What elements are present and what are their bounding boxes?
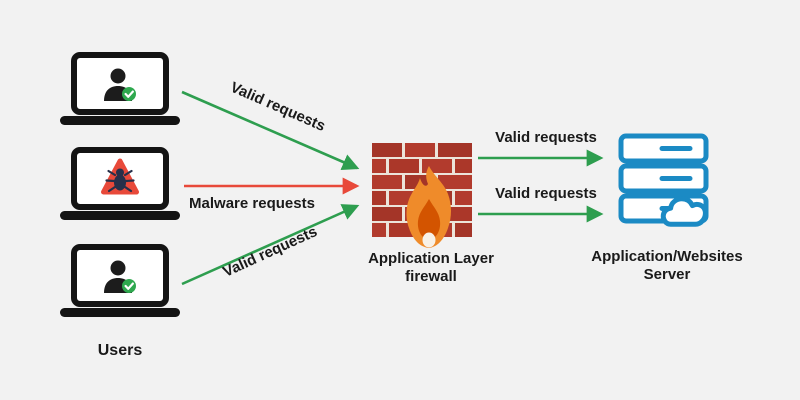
valid-requests-label-right-top: Valid requests [495,129,597,146]
arrow-valid-top [181,90,360,171]
server-label-line2: Server [644,266,691,283]
arrow-valid-bottom [181,204,360,286]
cloud-icon [660,196,708,227]
firewall-label-line2: firewall [405,268,457,285]
server-cloud-icon [618,133,709,227]
laptop-user-bottom [60,247,180,317]
server-label-line1: Application/Websites [591,248,742,265]
flame-icon [406,166,451,248]
firewall-label-line1: Application Layer [368,250,494,267]
laptop-malware [60,150,180,220]
valid-requests-label-right-bottom: Valid requests [495,185,597,202]
users-label: Users [98,342,143,359]
laptop-user-top [60,55,180,125]
malware-requests-label: Malware requests [189,195,315,212]
